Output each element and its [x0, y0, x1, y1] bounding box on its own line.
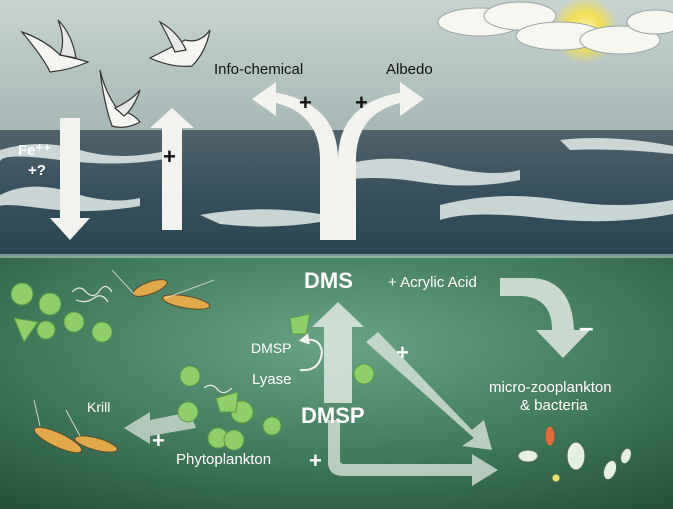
plus-sign-info-chemical: +: [299, 90, 312, 115]
dmsp-small-label: DMSP: [251, 340, 292, 356]
krill-label: Krill: [87, 399, 111, 415]
plus-sign-phytoplankton: +: [309, 448, 322, 473]
cloud-icon: [437, 1, 673, 55]
minus-sign-acrylic: –: [579, 312, 594, 342]
micro-zooplankton-icon: [517, 425, 632, 483]
plus-sign-dms-bacteria: +: [396, 340, 409, 365]
krill-icon: [33, 279, 211, 454]
arrow-acrylic-to-zooplankton: [500, 278, 590, 358]
info-chemical-label: Info-chemical: [214, 61, 304, 78]
fe-uncertain-label: +?: [28, 162, 46, 179]
seabird-icon: [148, 20, 211, 67]
arrow-down-fe: [50, 118, 90, 240]
albedo-label: Albedo: [386, 61, 433, 78]
seabird-icon: [20, 19, 90, 73]
arrow-dms-to-bacteria: [366, 332, 492, 450]
seabird-icon: [99, 69, 141, 128]
plus-sign-birds: +: [163, 144, 176, 169]
krill-antennae: [33, 269, 215, 437]
arrow-phytoplankton-to-krill: [124, 412, 196, 444]
plus-sign-krill: +: [152, 428, 165, 453]
arrow-dmsp-to-bacteria: [328, 420, 498, 486]
micro-zooplankton-label: micro-zooplankton: [489, 379, 612, 396]
phytoplankton-cells: [10, 282, 375, 451]
fe-label: Fe⁺⁺: [18, 142, 52, 159]
wave-crests: [0, 138, 673, 227]
lyase-curve-arrow: [299, 338, 324, 372]
dmsp-label: DMSP: [301, 403, 365, 428]
arrow-dmsp-to-dms: [312, 302, 364, 403]
acrylic-acid-label: + Acrylic Acid: [388, 274, 477, 291]
bacteria-label: & bacteria: [520, 397, 588, 414]
arrow-up-birds: [150, 108, 194, 230]
phytoplankton-label: Phytoplankton: [176, 451, 272, 468]
diatom-chains: [71, 285, 233, 394]
lyase-label: Lyase: [252, 371, 292, 388]
arrow-branch-emission: [252, 82, 424, 240]
dms-label: DMS: [304, 268, 353, 293]
plus-sign-albedo: +: [355, 90, 368, 115]
